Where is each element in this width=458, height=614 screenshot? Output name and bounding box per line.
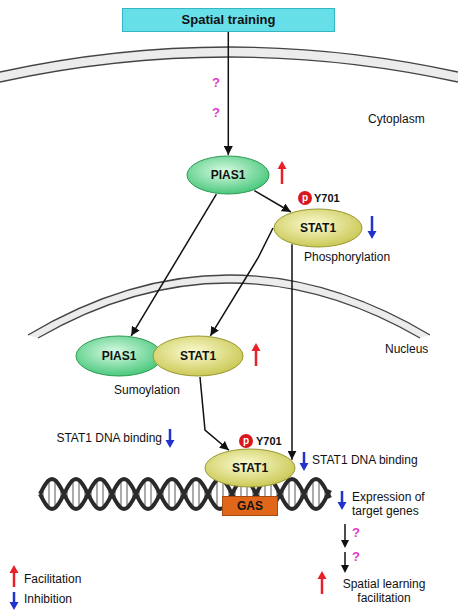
compartment-label: Cytoplasm xyxy=(368,112,425,126)
effect-label: Expression of target genes xyxy=(352,490,444,518)
protein-ellipse: pY701STAT1Phosphorylation xyxy=(273,208,363,248)
stimulus-box: Spatial training xyxy=(122,8,335,32)
phospho-mark: p xyxy=(239,434,253,448)
effect-label: STAT1 DNA binding xyxy=(312,453,418,467)
question-mark: ? xyxy=(352,550,360,564)
legend-text: Inhibition xyxy=(24,592,72,606)
protein-ellipse: STAT1 xyxy=(152,335,244,377)
arrow-connector xyxy=(210,228,273,336)
node-label: PIAS1 xyxy=(211,168,246,182)
node-label: STAT1 xyxy=(300,221,336,235)
node-label: GAS xyxy=(237,499,263,513)
node-label: Spatial training xyxy=(182,13,276,27)
gene-element-box: GAS xyxy=(222,496,278,516)
arrow-connector xyxy=(291,244,293,459)
outcome-label: Spatial learning facilitation xyxy=(328,577,440,605)
arrow-connector xyxy=(254,191,291,212)
question-mark: ? xyxy=(212,106,220,120)
node-label: STAT1 xyxy=(232,461,268,475)
inhibition-arrow xyxy=(10,216,377,610)
node-label: PIAS1 xyxy=(102,349,137,363)
compartment-label: Nucleus xyxy=(385,342,428,356)
arrow-connector xyxy=(228,32,230,155)
nuclear-envelope xyxy=(38,283,420,338)
node-label: STAT1 xyxy=(180,349,216,363)
dna-helix xyxy=(40,479,330,509)
residue-label: Y701 xyxy=(256,434,282,448)
arrow-connector xyxy=(200,377,229,450)
question-mark: ? xyxy=(352,526,360,540)
protein-ellipse: PIAS1 xyxy=(75,335,163,377)
process-label: Phosphorylation xyxy=(304,250,390,264)
process-label: Sumoylation xyxy=(114,383,180,397)
residue-label: Y701 xyxy=(314,191,340,205)
phospho-mark: p xyxy=(298,191,312,205)
protein-ellipse: PIAS1 xyxy=(186,155,270,195)
question-mark: ? xyxy=(212,76,220,90)
effect-label: STAT1 DNA binding xyxy=(50,431,162,445)
protein-ellipse: pY701STAT1 xyxy=(204,448,296,488)
pathway-arrow xyxy=(341,524,349,573)
arrow-connector xyxy=(131,194,216,336)
legend-text: Facilitation xyxy=(24,572,81,586)
